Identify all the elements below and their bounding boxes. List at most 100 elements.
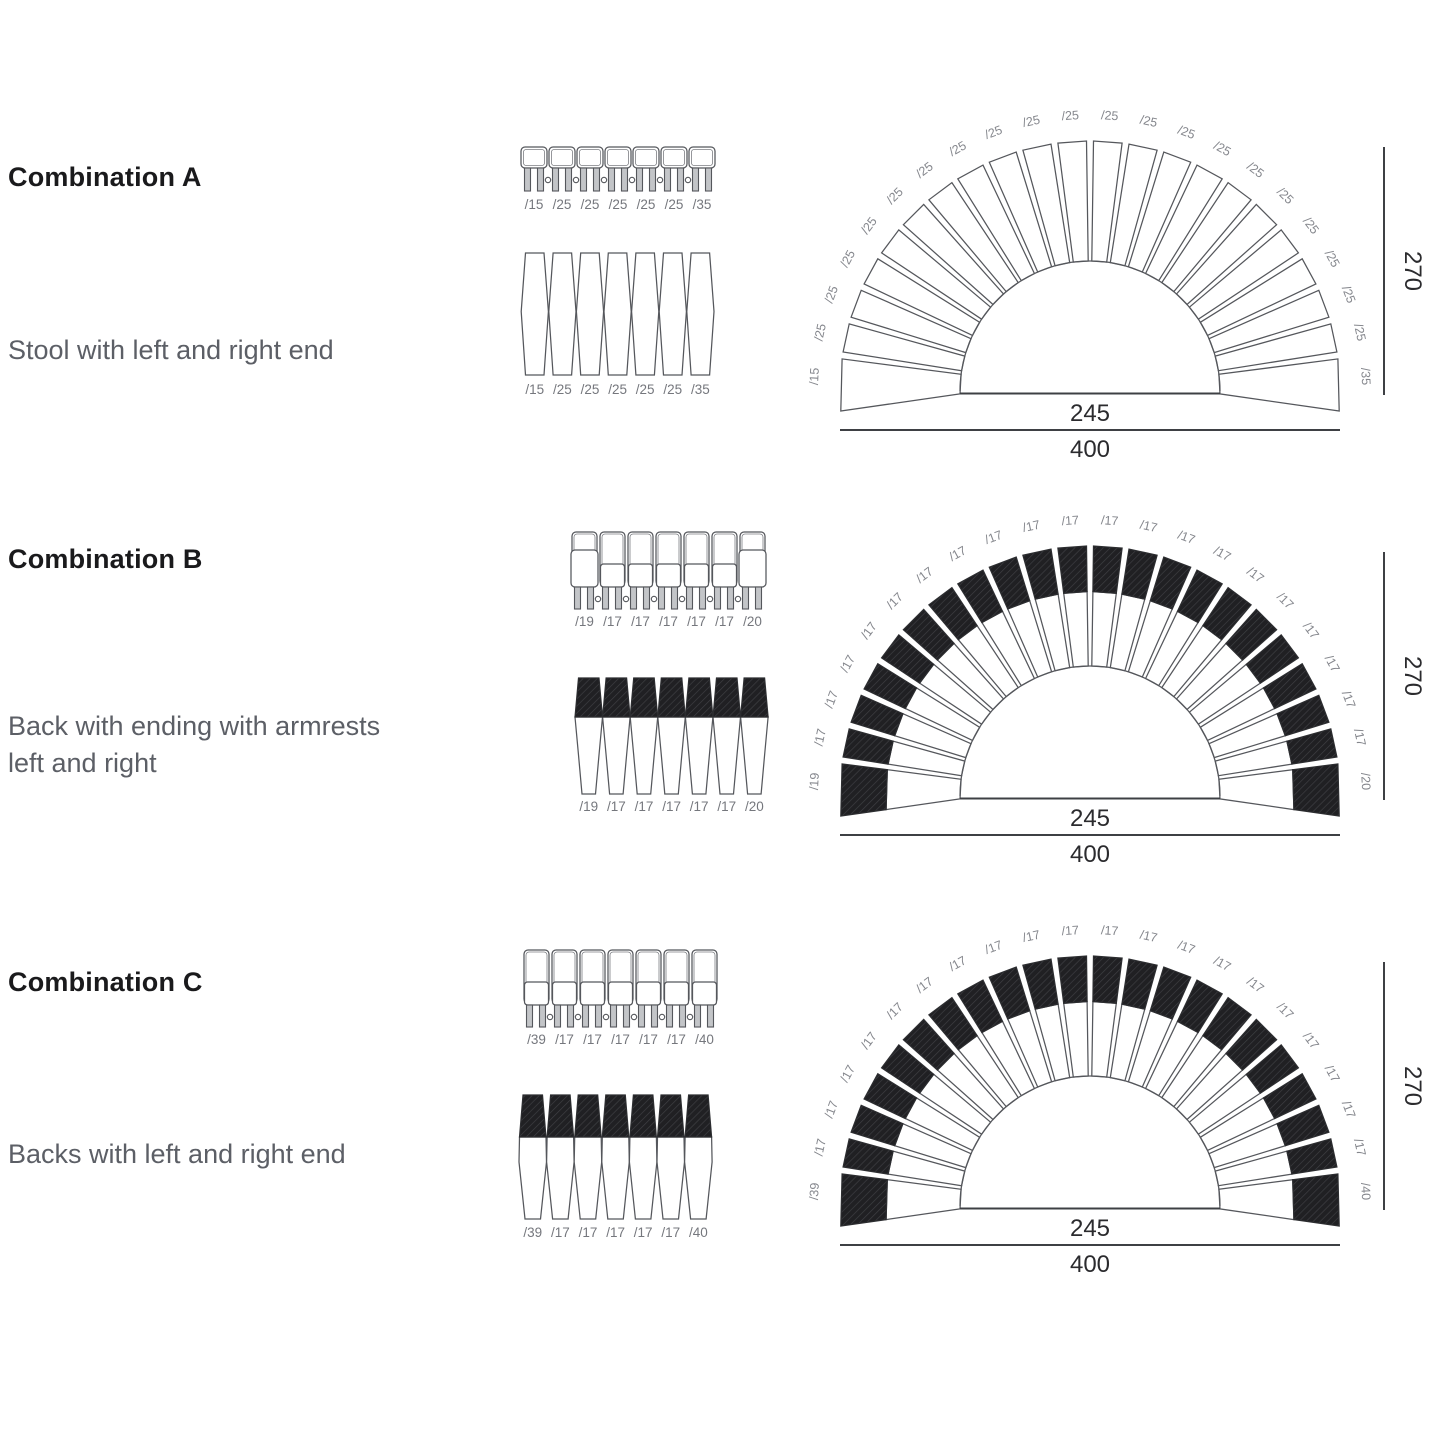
seat-plan-hexagon	[658, 252, 688, 376]
module-leg	[553, 1004, 562, 1028]
strip-module-label: /17	[715, 614, 734, 629]
fan-segment-label: /17	[1139, 928, 1159, 945]
module-seat	[579, 981, 606, 1006]
seat-plan-hexagon	[520, 252, 550, 376]
module-leg	[657, 586, 666, 610]
module-seat	[627, 563, 654, 588]
fan-segment-label: /25	[1322, 248, 1343, 270]
fan-segment-back	[1225, 608, 1278, 661]
strip-module-label: /17	[631, 614, 650, 629]
fan-segment-back	[1262, 1072, 1317, 1120]
fan-segment-back	[1092, 545, 1123, 594]
fan-segment-back	[927, 586, 978, 641]
stool-seat-inner	[691, 149, 713, 166]
height-dimension-label: 270	[1399, 1066, 1426, 1106]
strip-module-label: /20	[745, 799, 764, 814]
backrest-plan	[574, 677, 604, 718]
fan-segment-label: /17	[983, 938, 1004, 957]
module-seat	[551, 981, 578, 1006]
strip-module-label: /19	[579, 799, 598, 814]
strip-module-label: /35	[693, 197, 712, 212]
strip-module-label: /25	[553, 197, 572, 212]
module-connector	[678, 595, 686, 603]
fan-segment-back	[1202, 586, 1253, 641]
armrest-seat	[738, 549, 767, 588]
fan-segment-back	[927, 996, 978, 1051]
seat-plan	[601, 716, 631, 795]
armrest-seat	[570, 549, 599, 588]
combination-a-front-view-strip: /15/25/25/25/25/25/35	[520, 146, 716, 212]
fan-segment-label: /25	[1211, 138, 1233, 159]
module-leg	[566, 1004, 575, 1028]
module-leg	[635, 167, 644, 192]
backrest-plan	[518, 1094, 547, 1138]
fan-segment-label: /25	[858, 214, 880, 236]
strip-module-label: /17	[607, 799, 626, 814]
strip-module-label: /25	[553, 382, 572, 397]
seat-plan	[545, 1136, 575, 1220]
fan-segment-label: /17	[947, 953, 969, 974]
backrest-plan	[712, 677, 742, 718]
stool-seat	[604, 146, 632, 169]
fan-segment-back	[1176, 979, 1224, 1034]
module-leg	[579, 167, 588, 192]
stool-seat	[688, 146, 716, 169]
combination-a-title: Combination A	[8, 162, 202, 192]
backrest-plan	[601, 677, 631, 718]
module-leg	[693, 1004, 702, 1028]
fan-segment-label: /40	[1358, 1182, 1373, 1200]
module-connector	[622, 595, 630, 603]
module-connector	[734, 595, 742, 603]
fan-segment-back	[956, 569, 1004, 624]
fan-segment-label: /25	[1351, 322, 1368, 342]
seat-plan	[518, 1136, 548, 1220]
fan-segment-label: /17	[1300, 619, 1322, 641]
module-leg	[678, 1004, 687, 1028]
fan-segment-back	[842, 1138, 894, 1175]
stool-seat-inner	[579, 149, 601, 166]
strip-module-label: /20	[743, 614, 762, 629]
module-connector	[594, 595, 602, 603]
strip-module-label: /17	[659, 614, 678, 629]
fan-segment-label: /15	[807, 367, 822, 385]
strip-module-label: /17	[603, 614, 622, 629]
strip-module-label: /19	[575, 614, 594, 629]
fan-segment-back	[863, 1072, 918, 1120]
fan-segment-back	[1022, 958, 1059, 1010]
fan-segment-back	[902, 608, 955, 661]
strip-module-label: /17	[611, 1032, 630, 1047]
fan-segment-label: /17	[838, 653, 859, 675]
strip-module-label: /17	[551, 1225, 570, 1240]
module-leg	[523, 167, 532, 192]
strip-module-label: /40	[695, 1032, 714, 1047]
fan-segment-back	[1286, 728, 1338, 765]
fan-segment-label: /17	[1139, 518, 1159, 535]
fan-segment-label: /17	[1021, 928, 1041, 945]
module-seat	[607, 981, 634, 1006]
combination-c-fan-diagram: /39/17/17/17/17/17/17/17/17/17/17/17/17/…	[807, 923, 1426, 1278]
fan-segment-label: /17	[1351, 1137, 1368, 1157]
module-connector	[686, 1013, 694, 1021]
module-leg	[665, 1004, 674, 1028]
module-connector	[546, 1013, 554, 1021]
module-seat	[691, 981, 718, 1006]
fan-segment-label: /25	[1021, 113, 1041, 130]
fan-segment-label: /25	[822, 284, 841, 305]
module-leg	[586, 586, 595, 610]
fan-segment-label: /17	[1244, 564, 1266, 586]
stool-seat	[576, 146, 604, 169]
backrest-plan	[657, 677, 686, 718]
backrest-plan	[629, 1094, 658, 1138]
fan-segment-label: /17	[812, 1137, 829, 1157]
module-leg	[685, 586, 694, 610]
fan-segment-seat	[1218, 1178, 1295, 1221]
strip-module-label: /25	[609, 197, 628, 212]
stool-seat	[548, 146, 576, 169]
fan-segment-label: /17	[913, 564, 935, 586]
strip-module-label: /17	[634, 1225, 653, 1240]
fan-segment-back	[988, 556, 1031, 610]
strip-module-label: /17	[717, 799, 736, 814]
fan-segment-label: /17	[947, 543, 969, 564]
fan-segment-label: /17	[822, 1099, 841, 1120]
fan-segment-label: /17	[1061, 923, 1079, 938]
